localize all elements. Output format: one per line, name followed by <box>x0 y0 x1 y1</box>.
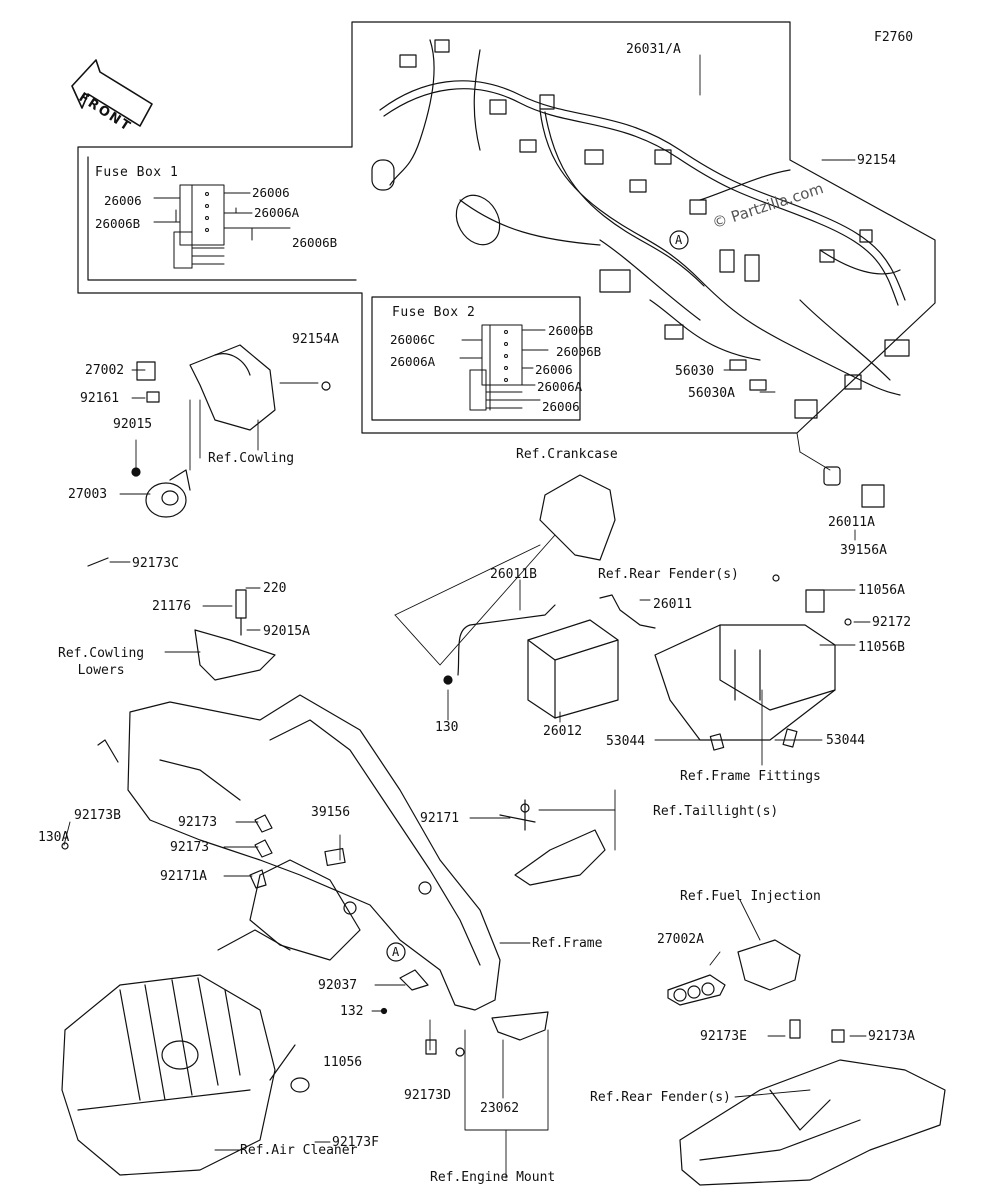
part-number: 11056B <box>858 640 905 655</box>
harness-panel-outline <box>77 21 936 434</box>
part-number: 92173F <box>332 1135 379 1150</box>
circled-a-marker-icon <box>669 230 689 250</box>
marker-a-label: A <box>675 233 683 247</box>
ref-label: Ref.Taillight(s) <box>653 804 779 819</box>
part-number: 92171A <box>160 869 207 884</box>
main-harness-linework <box>371 39 910 419</box>
fuse-box-2-block <box>459 324 549 411</box>
part-number: 130 <box>435 720 459 735</box>
ref-label: Ref.Cowling Lowers <box>58 646 145 678</box>
fuse-label: 26006B <box>292 235 338 250</box>
fuse-box-1-bracket <box>87 156 357 281</box>
fuse-label: 26006 <box>542 399 580 414</box>
small-parts-left <box>87 557 276 681</box>
part-39156a-shape <box>861 484 885 508</box>
part-number: 92037 <box>318 978 358 993</box>
fuse-box-1-block <box>153 184 291 269</box>
part-132-shape <box>380 1007 388 1015</box>
part-number: 23062 <box>480 1101 520 1116</box>
horn-assembly <box>131 344 331 518</box>
fuse-label: 26006A <box>537 379 583 394</box>
battery-tray <box>654 574 852 751</box>
fuse-label: 26006B <box>556 344 602 359</box>
leader-lines <box>63 54 871 1179</box>
part-number: 56030 <box>675 364 715 379</box>
fuse-label: 26006B <box>95 216 141 231</box>
fuse-box-1-title: Fuse Box 1 <box>95 165 179 180</box>
marker-a-label: A <box>392 945 400 959</box>
part-26011a-shape <box>823 466 841 486</box>
part-number: 92173A <box>868 1029 915 1044</box>
part-number: 220 <box>263 581 287 596</box>
part-number: 26011 <box>653 597 693 612</box>
part-number: 11056 <box>323 1055 363 1070</box>
rear-fender-shape <box>679 1019 946 1186</box>
part-number: 132 <box>340 1004 364 1019</box>
crankcase-ref-shape <box>539 474 616 561</box>
fuse-box-2-frame <box>371 296 581 421</box>
fuse-label: 26006A <box>390 354 436 369</box>
part-number: 27002 <box>85 363 125 378</box>
fuse-label: 26006 <box>535 362 573 377</box>
ref-label: Ref.Air Cleaner <box>240 1143 358 1158</box>
ref-label: Ref.Rear Fender(s) <box>598 567 739 582</box>
part-number: 92173C <box>132 556 179 571</box>
part-number: 56030A <box>688 386 735 401</box>
ref-label: Ref.Frame Fittings <box>680 769 821 784</box>
ref-label: Ref.Fuel Injection <box>680 889 821 904</box>
part-number: 92173E <box>700 1029 747 1044</box>
part-number: 26011B <box>490 567 537 582</box>
part-number: 26031/A <box>626 42 681 57</box>
air-cleaner-shape <box>61 974 310 1176</box>
part-number: 39156 <box>311 805 351 820</box>
part-number: 130A <box>38 830 70 845</box>
taillight-shape <box>499 799 606 886</box>
part-number: 26012 <box>543 724 583 739</box>
part-number: 26011A <box>828 515 875 530</box>
ref-label: Ref.Crankcase <box>516 447 618 462</box>
part-number: 53044 <box>606 734 646 749</box>
fuse-label: 26006C <box>390 332 436 347</box>
part-number: 92171 <box>420 811 460 826</box>
fuel-injection-shape <box>667 939 801 1006</box>
figure-code: F2760 <box>874 30 914 45</box>
fuse-box-2-title: Fuse Box 2 <box>392 305 476 320</box>
engine-mount-parts <box>425 1011 549 1057</box>
part-number: 92173B <box>74 808 121 823</box>
part-number: 92172 <box>872 615 912 630</box>
fuse-label: 26006 <box>252 185 290 200</box>
part-number: 92015 <box>113 417 153 432</box>
part-number: 92173D <box>404 1088 451 1103</box>
part-number: 92173 <box>170 840 210 855</box>
part-number: 39156A <box>840 543 887 558</box>
fuse-label: 26006 <box>104 193 142 208</box>
fuse-label: 26006B <box>548 323 594 338</box>
part-number: 53044 <box>826 733 866 748</box>
part-number: 92015A <box>263 624 310 639</box>
ref-label: Ref.Rear Fender(s) <box>590 1090 731 1105</box>
ref-label: Ref.Frame <box>532 936 603 951</box>
part-number: 92154A <box>292 332 339 347</box>
part-92037-shape <box>399 969 429 991</box>
circled-a-marker-icon <box>386 942 406 962</box>
fuse-label: 26006A <box>254 205 300 220</box>
frame-shape <box>61 694 501 1011</box>
part-number: 27002A <box>657 932 704 947</box>
part-number: 21176 <box>152 599 192 614</box>
part-number: 92154 <box>857 153 897 168</box>
ref-label: Ref.Cowling <box>208 451 295 466</box>
part-number: 92161 <box>80 391 120 406</box>
part-number: 11056A <box>858 583 905 598</box>
battery-assembly <box>443 594 656 719</box>
ref-label: Ref.Engine Mount <box>430 1170 556 1185</box>
part-number: 92173 <box>178 815 218 830</box>
front-arrow-icon <box>71 59 153 127</box>
part-number: 27003 <box>68 487 108 502</box>
